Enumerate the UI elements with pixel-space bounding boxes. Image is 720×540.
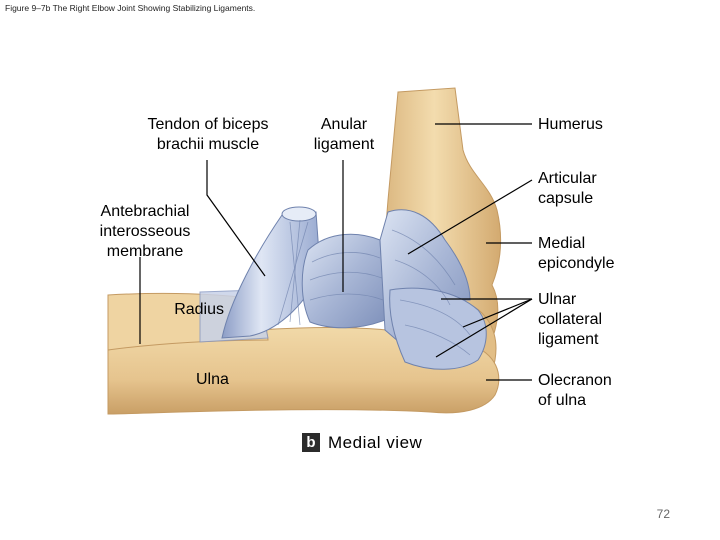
anular-ligament [301, 233, 386, 329]
tendon-cut-end [281, 206, 317, 222]
ligament-fibers [277, 219, 471, 356]
view-letter-badge: b [302, 433, 320, 452]
label-ulnar-collateral: Ulnar collateral ligament [538, 291, 603, 348]
label-ulna: Ulna [196, 371, 229, 388]
figure-caption: Figure 9–7b The Right Elbow Joint Showin… [5, 3, 256, 13]
leader-lines [139, 123, 533, 381]
label-anular-ligament: Anular ligament [313, 116, 375, 153]
view-label: Medial view [328, 433, 423, 452]
label-humerus: Humerus [538, 116, 603, 133]
label-olecranon: Olecranon of ulna [538, 372, 612, 409]
label-tendon-biceps: Tendon of biceps brachii muscle [147, 116, 269, 153]
label-medial-epicondyle: Medial epicondyle [538, 235, 615, 272]
slide-number: 72 [656, 507, 670, 521]
label-radius: Radius [174, 301, 224, 318]
label-antebrachial-membrane: Antebrachial interosseous membrane [99, 203, 191, 260]
label-articular-capsule: Articular capsule [538, 170, 597, 207]
